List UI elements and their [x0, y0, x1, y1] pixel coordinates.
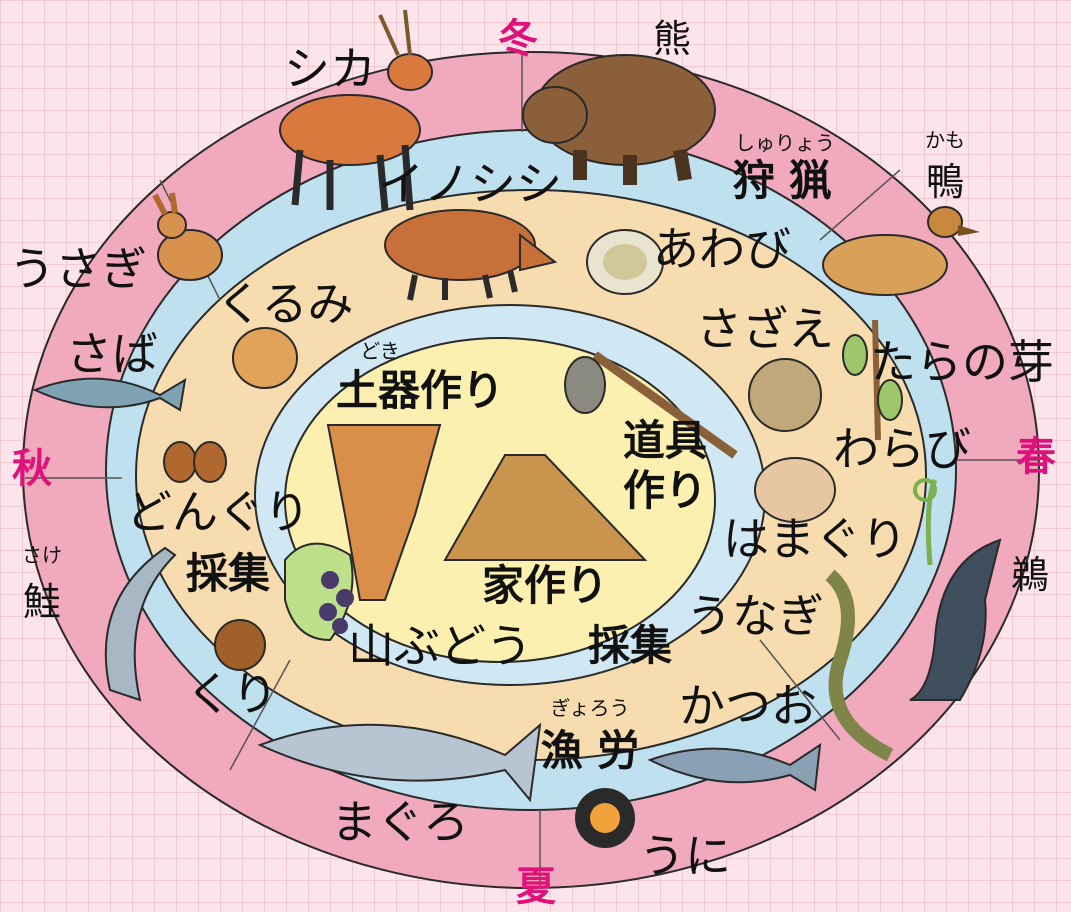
- boar-illustration: [384, 209, 558, 301]
- rabbit-label: うさぎ: [9, 242, 147, 296]
- tuna-illustration: [257, 722, 542, 803]
- aralia-sprout-label: たらの芽: [870, 335, 1054, 389]
- clam-label: はまぐり: [723, 512, 907, 566]
- aralia-sprout-illustration: [842, 319, 903, 441]
- duck-ruby: かも: [925, 128, 965, 152]
- deer-label: シカ: [284, 42, 376, 96]
- bracken-illustration: [913, 478, 938, 566]
- salmon-illustration: [104, 546, 177, 702]
- sea-urchin-label: うに: [639, 829, 731, 883]
- cormorant-label: 鵜: [1011, 553, 1049, 597]
- salmon-label: 鮭: [23, 580, 61, 624]
- tuna-label: まぐろ: [331, 795, 469, 849]
- fishing-label: 漁 労: [541, 726, 640, 775]
- hunting-label: 狩 猟: [733, 156, 832, 205]
- acorn-label: どんぐり: [126, 485, 310, 539]
- acorn-illustration: [163, 441, 227, 483]
- duck-label: 鴨: [926, 160, 964, 204]
- clam-illustration: [754, 457, 836, 523]
- abalone-illustration: [586, 229, 664, 295]
- fishing-ruby: ぎょろう: [551, 696, 630, 720]
- gathering-autumn-label: 採集: [186, 549, 270, 598]
- season-autumn-label: 秋: [12, 446, 52, 492]
- chestnut-label: くり: [186, 667, 278, 721]
- deer-illustration: [279, 9, 433, 211]
- house-label: 家作り: [482, 561, 608, 610]
- gathering-spring-label: 採集: [588, 621, 672, 670]
- chestnut-illustration: [214, 619, 266, 671]
- eel-label: うなぎ: [686, 589, 824, 643]
- bracken-label: わらび: [833, 422, 971, 476]
- boar-label: イノシシ: [378, 157, 562, 211]
- tools-label-line2: 作り: [623, 466, 707, 515]
- pottery-ruby: どき: [360, 339, 399, 363]
- season-spring-label: 春: [1016, 434, 1056, 480]
- wild-grape-label: 山ぶどう: [348, 619, 532, 673]
- walnut-label: くるみ: [216, 277, 353, 331]
- pottery-label: 土器作り: [336, 366, 504, 415]
- pit-house-illustration: [443, 454, 648, 561]
- duck-illustration: [822, 206, 980, 296]
- bear-illustration: [522, 54, 716, 185]
- abalone-label: あわび: [653, 222, 791, 276]
- bonito-illustration: [647, 742, 822, 792]
- walnut-illustration: [232, 327, 298, 389]
- sea-urchin-illustration: [575, 788, 635, 848]
- mackerel-label: さば: [66, 327, 158, 381]
- tools-label-line1: 道具: [623, 416, 707, 465]
- stone-axe-illustration: [564, 351, 738, 459]
- salmon-ruby: さけ: [22, 543, 62, 567]
- divider-ne: [819, 169, 901, 241]
- wild-grape-illustration: [284, 542, 354, 642]
- pottery-illustration: [326, 424, 442, 601]
- season-winter-label: 冬: [498, 16, 538, 62]
- hunting-ruby: しゅりょう: [735, 131, 835, 155]
- divider-sw: [229, 659, 291, 771]
- divider-se: [759, 639, 841, 741]
- bear-label: 熊: [653, 17, 691, 61]
- rabbit-illustration: [152, 192, 223, 281]
- cormorant-illustration: [909, 538, 1002, 701]
- turban-shell-label: さざえ: [696, 302, 834, 356]
- turban-shell-illustration: [748, 358, 822, 432]
- mackerel-illustration: [32, 377, 187, 412]
- bonito-label: かつお: [679, 679, 817, 733]
- eel-illustration: [825, 569, 894, 762]
- season-summer-label: 夏: [516, 864, 557, 910]
